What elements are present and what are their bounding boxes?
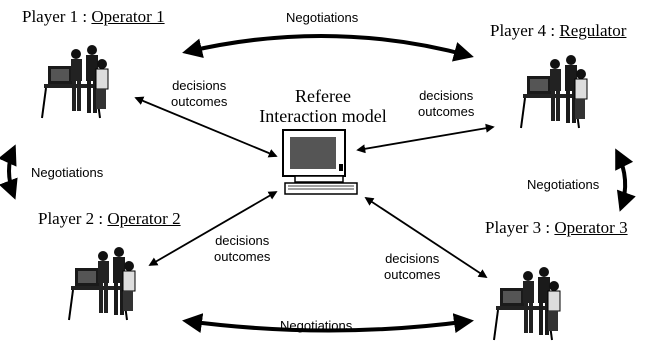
- referee-title: Referee: [295, 86, 351, 106]
- decision-arrow-player-1: [134, 96, 278, 158]
- outcomes-text: outcomes: [418, 104, 475, 119]
- player-2-label: Player 2 : Operator 2: [38, 209, 181, 229]
- negotiations-label-left: Negotiations: [31, 165, 104, 180]
- outcomes-text: outcomes: [214, 249, 271, 264]
- player-4-label: Player 4 : Regulator: [490, 21, 626, 41]
- player-4-prefix: Player 4 :: [490, 21, 560, 40]
- player-1-label: Player 1 : Operator 1: [22, 7, 165, 27]
- player-1-role: Operator 1: [91, 7, 165, 26]
- player-3-prefix: Player 3 :: [485, 218, 555, 237]
- outcomes-text: outcomes: [384, 267, 441, 282]
- referee-subtitle: Interaction model: [259, 106, 387, 126]
- player-4-workstation-icon: [520, 54, 588, 129]
- referee-computer-icon: [282, 129, 358, 195]
- decisions-text: decisions: [215, 233, 270, 248]
- decisions-outcomes-label-player-4: decisions outcomes: [418, 88, 474, 120]
- negotiation-arrow-bottom: [182, 313, 474, 334]
- negotiations-label-top: Negotiations: [286, 10, 359, 25]
- outcomes-text: outcomes: [171, 94, 228, 109]
- decisions-outcomes-label-player-1: decisions outcomes: [171, 78, 227, 110]
- decisions-outcomes-label-player-3: decisions outcomes: [384, 251, 440, 283]
- decisions-text: decisions: [172, 78, 227, 93]
- player-2-workstation-icon: [68, 246, 136, 321]
- player-3-label: Player 3 : Operator 3: [485, 218, 628, 238]
- negotiations-label-bottom: Negotiations: [280, 318, 353, 333]
- player-1-prefix: Player 1 :: [22, 7, 92, 26]
- player-2-role: Operator 2: [107, 209, 181, 228]
- decisions-text: decisions: [385, 251, 440, 266]
- decisions-text: decisions: [419, 88, 474, 103]
- negotiations-label-right: Negotiations: [527, 177, 600, 192]
- player-4-role: Regulator: [559, 21, 627, 40]
- referee-label: Referee Interaction model: [238, 86, 408, 126]
- decision-arrow-player-3: [364, 197, 488, 278]
- negotiation-arrow-top: [182, 34, 474, 62]
- decisions-outcomes-label-player-2: decisions outcomes: [214, 233, 270, 265]
- negotiation-arrow-right: [615, 148, 636, 212]
- player-3-workstation-icon: [493, 266, 561, 341]
- negotiation-arrow-left: [0, 144, 18, 200]
- player-1-workstation-icon: [41, 44, 109, 119]
- player-2-prefix: Player 2 :: [38, 209, 108, 228]
- decision-arrow-player-4: [356, 123, 495, 154]
- decision-arrow-player-2: [148, 191, 278, 266]
- player-3-role: Operator 3: [554, 218, 628, 237]
